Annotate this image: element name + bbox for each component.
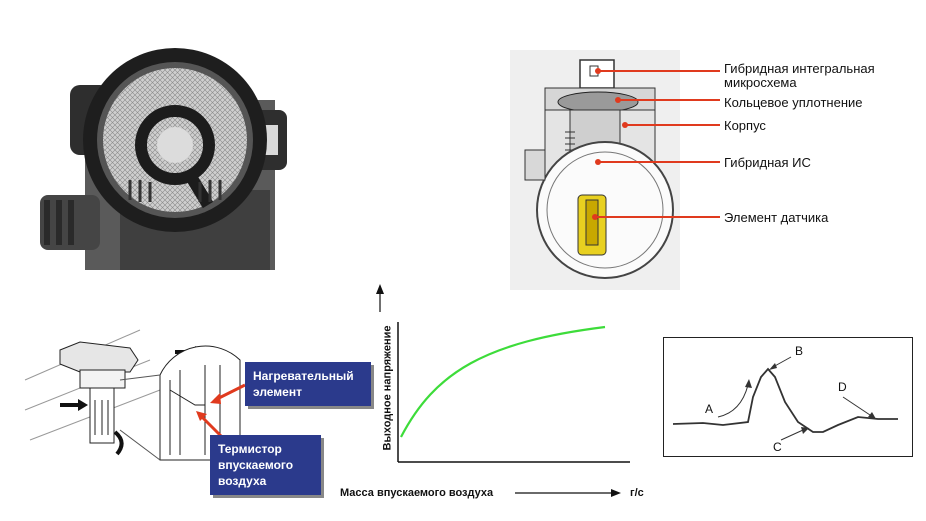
voltage-curve [400, 325, 606, 438]
label-hybrid-microcircuit: Гибридная интегральная микросхема [724, 61, 875, 90]
x-axis-arrow [515, 489, 621, 497]
voltage-curve-graph [376, 284, 630, 463]
maf-sensor-photo [40, 48, 287, 270]
label-housing: Корпус [724, 118, 766, 133]
waveform-panel [663, 337, 913, 457]
label-hybrid-ic: Гибридная ИС [724, 155, 811, 170]
thermistor-label: Термистор впускаемого воздуха [210, 435, 321, 495]
label-sensor-element: Элемент датчика [724, 210, 829, 225]
waveform-point-c: C [773, 440, 782, 454]
y-axis-label: Выходное напряжение [381, 325, 394, 451]
x-axis-label: Масса впускаемого воздуха [340, 487, 494, 499]
waveform-point-d: D [838, 380, 847, 394]
waveform-point-a: A [705, 402, 714, 416]
heater-element-label: Нагревательный элемент [245, 362, 371, 406]
waveform-trace [672, 367, 898, 433]
label-o-ring: Кольцевое уплотнение [724, 95, 863, 110]
waveform-point-b: B [795, 344, 804, 358]
heater-diagram [24, 329, 246, 461]
x-axis-unit: г/с [630, 487, 644, 499]
sensor-cross-section [510, 50, 720, 290]
